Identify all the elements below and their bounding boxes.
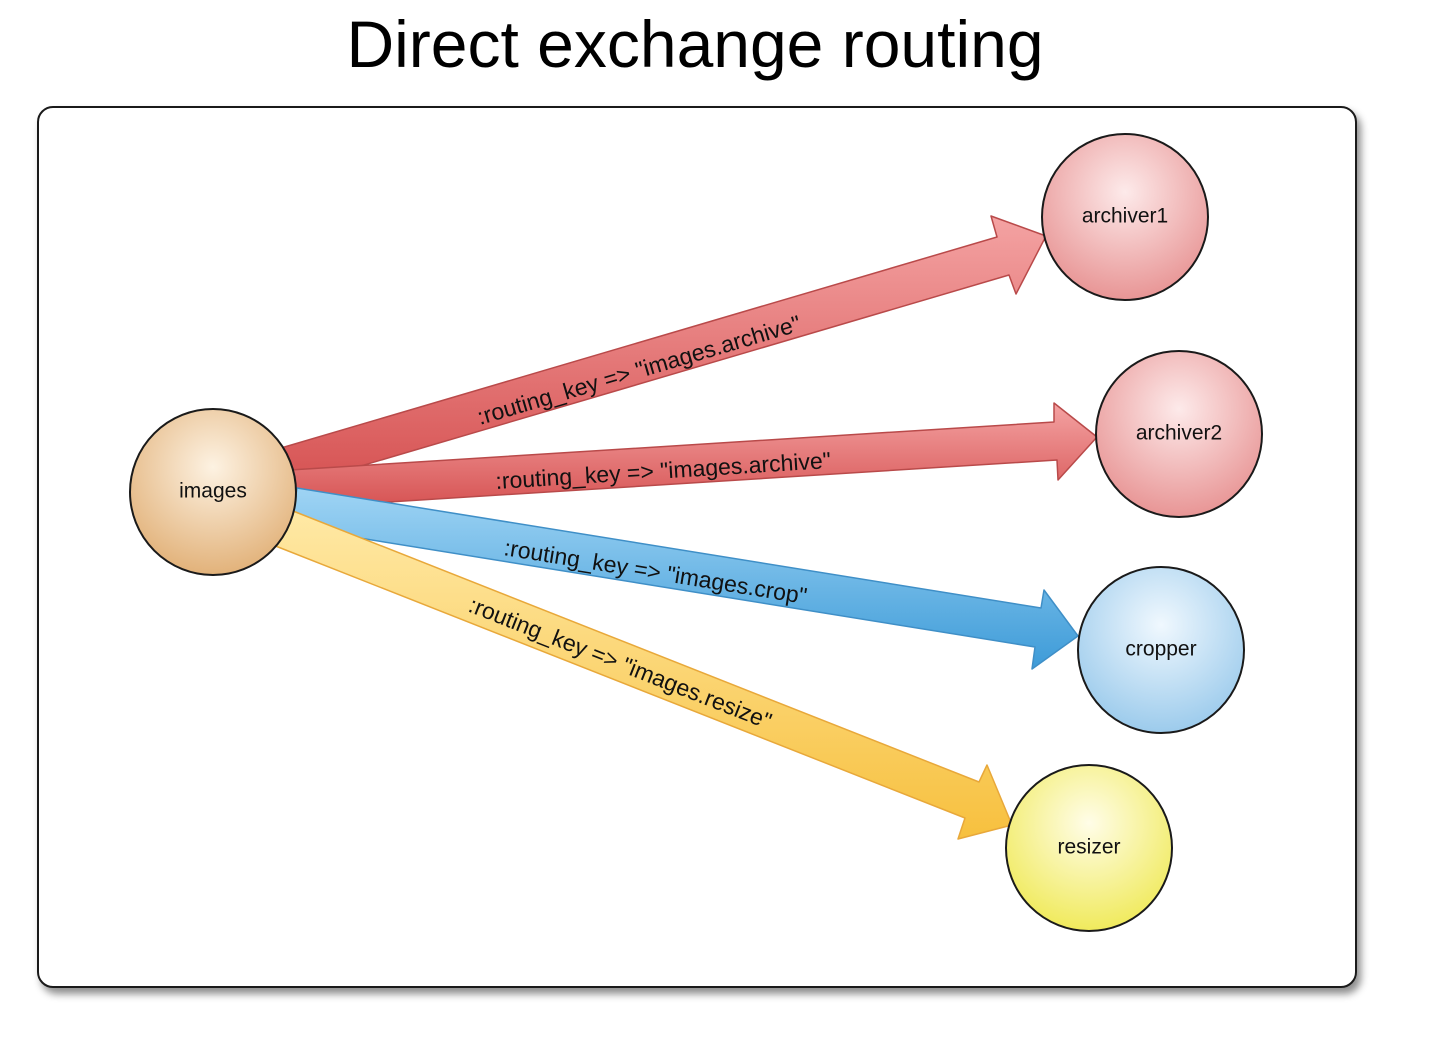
arrow-to-cropper	[290, 487, 1079, 670]
queue-node-archiver1: archiver1	[1041, 133, 1209, 301]
queue-node-label-resizer: resizer	[1057, 836, 1120, 859]
queue-node-label-cropper: cropper	[1125, 638, 1196, 661]
queue-node-resizer: resizer	[1005, 764, 1173, 932]
edge-label-archiver1: :routing_key => "images.archive"	[474, 310, 804, 430]
diagram-title: Direct exchange routing	[346, 7, 1044, 81]
queue-node-label-archiver2: archiver2	[1136, 422, 1222, 445]
arrow-to-archiver1	[280, 215, 1047, 487]
edge-label-resizer: :routing_key => "images.resize"	[465, 591, 775, 734]
exchange-node-label: images	[179, 480, 247, 503]
queue-node-label-archiver1: archiver1	[1082, 205, 1168, 228]
queue-node-archiver2: archiver2	[1095, 350, 1263, 518]
arrow-to-archiver2	[289, 402, 1098, 509]
arrow-to-resizer	[272, 508, 1013, 840]
queue-node-cropper: cropper	[1077, 566, 1245, 734]
exchange-node-images: images	[129, 408, 297, 576]
